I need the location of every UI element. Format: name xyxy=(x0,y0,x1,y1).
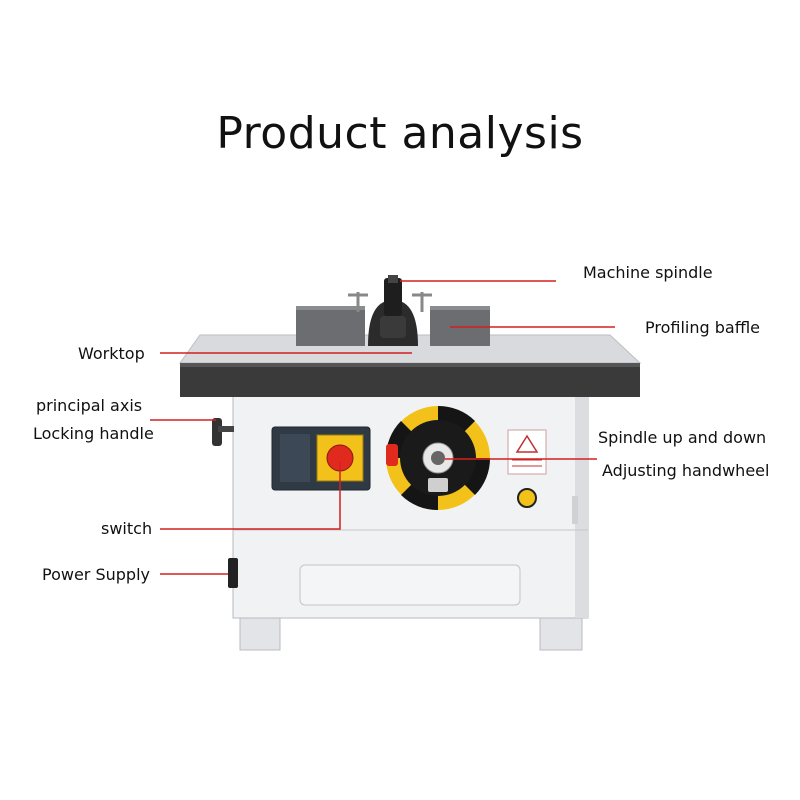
label-machine-spindle: Machine spindle xyxy=(583,263,713,282)
label-profiling-baffle: Profiling baffle xyxy=(645,318,761,337)
callout-switch xyxy=(160,462,341,530)
label-switch: switch xyxy=(101,519,153,538)
callout-lines xyxy=(150,280,615,575)
label-locking-handle: Locking handle xyxy=(33,424,154,443)
label-principal-axis: principal axis xyxy=(36,396,143,415)
label-power-supply: Power Supply xyxy=(42,565,150,584)
label-worktop: Worktop xyxy=(78,344,145,363)
label-spindle-up-down: Spindle up and down xyxy=(598,428,767,447)
lower-access-panel xyxy=(299,564,521,606)
label-adjusting-handwheel: Adjusting handwheel xyxy=(602,461,770,480)
side-vent xyxy=(572,496,578,524)
spindle-shaft xyxy=(384,278,402,316)
fence-right xyxy=(430,306,490,346)
page-title: Product analysis xyxy=(216,108,584,159)
indicator-light xyxy=(517,488,537,508)
fence-left xyxy=(296,306,365,346)
power-connector xyxy=(228,558,238,588)
handwheel-grip xyxy=(386,444,398,466)
locking-handle xyxy=(212,418,222,446)
worktop-front-edge xyxy=(180,363,640,397)
cabinet-side-shade xyxy=(575,396,588,618)
